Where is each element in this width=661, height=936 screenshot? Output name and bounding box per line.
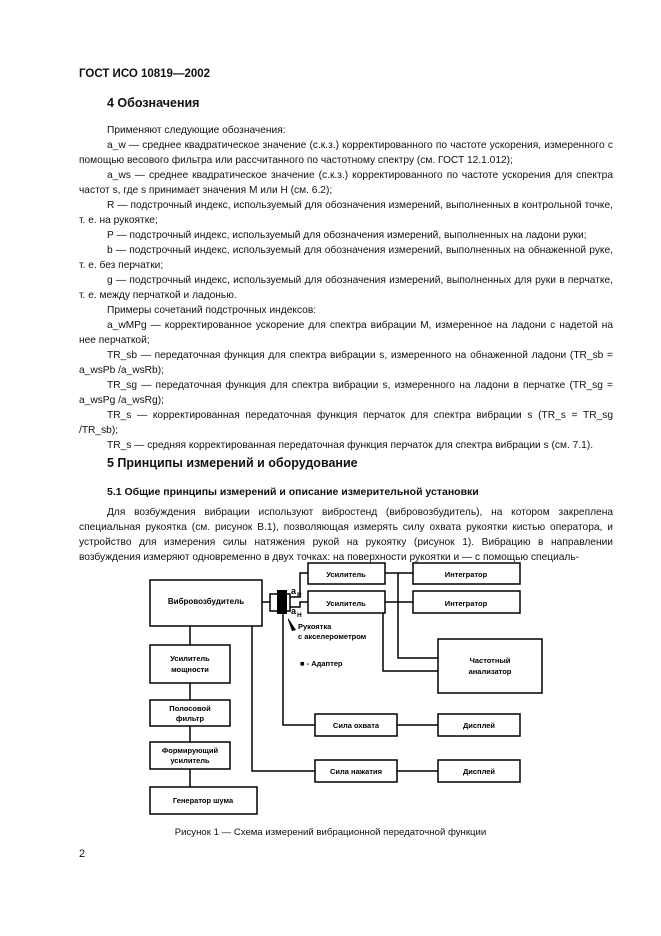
adapter-icon (277, 590, 287, 614)
power-amp-label-1: Усилитель (170, 654, 210, 663)
shaker-label: Вибровозбудитель (168, 597, 244, 606)
document-header: ГОСТ ИСО 10819—2002 (79, 68, 211, 80)
handle-label-1: Рукоятка (298, 622, 332, 631)
analyzer-label-2: анализатор (469, 667, 512, 676)
handle-pointer-icon (288, 618, 296, 631)
def-r: R — подстрочный индекс, используемый для… (79, 200, 613, 226)
page-number: 2 (79, 848, 86, 860)
examples-intro: Примеры сочетаний подстрочных индексов: (107, 305, 317, 316)
section-5-1-body: Для возбуждения вибрации используют вибр… (79, 505, 613, 565)
def-g: g — подстрочный индекс, используемый для… (79, 275, 613, 301)
shaping-label-2: усилитель (170, 756, 210, 765)
shaping-label-1: Формирующий (162, 746, 219, 755)
intro-line: Применяют следующие обозначения: (107, 125, 286, 136)
filter-label-2: фильтр (176, 714, 205, 723)
ex-trs-mean: TR_s — средняя корректированная передато… (107, 440, 594, 451)
figure-caption: Рисунок 1 — Схема измерений вибрационной… (174, 827, 487, 838)
push-force-label: Сила нажатия (330, 767, 382, 776)
shaker-block (149, 579, 263, 627)
noise-generator-block (149, 786, 258, 815)
display-2-label: Дисплей (463, 767, 495, 776)
ex-trsg: TR_sg — передаточная функция для спектра… (79, 380, 613, 406)
ex-trs: TR_s — корректированная передаточная фун… (79, 410, 613, 436)
amplifier-2-label: Усилитель (326, 599, 366, 608)
a-r-label: a (291, 586, 297, 596)
ex-awmpg: a_wMPg — корректированное ускорение для … (79, 320, 613, 346)
power-amp-label-2: мощности (171, 665, 209, 674)
a-h-subscript: H (297, 612, 302, 619)
a-r-subscript: R (297, 592, 302, 599)
def-p: P — подстрочный индекс, используемый для… (107, 230, 587, 241)
amplifier-1-label: Усилитель (326, 570, 366, 579)
filter-label-1: Полосовой (169, 704, 211, 713)
section-5-title: 5 Принципы измерений и оборудование (107, 456, 358, 470)
adapter-legend: ■ - Адаптер (300, 659, 343, 668)
a-h-label: a (291, 606, 297, 616)
section-4-title: 4 Обозначения (107, 96, 200, 110)
ex-trsb: TR_sb — передаточная функция для спектра… (79, 350, 613, 376)
noise-generator-label: Генератор шума (173, 796, 234, 805)
section-5-1-title: 5.1 Общие принципы измерений и описание … (107, 486, 479, 498)
def-b: b — подстрочный индекс, используемый для… (79, 245, 613, 271)
integrator-1-label: Интегратор (445, 570, 488, 579)
grip-force-label: Сила охвата (333, 721, 380, 730)
section-5-1-paragraph: Для возбуждения вибрации используют вибр… (79, 507, 613, 563)
handle-label-2: с акселерометром (298, 632, 367, 641)
def-aws: a_ws — среднее квадратическое значение (… (79, 170, 613, 196)
integrator-2-label: Интегратор (445, 599, 488, 608)
section-4-body: Применяют следующие обозначения: a_w — с… (79, 123, 613, 453)
analyzer-label-1: Частотный (470, 656, 511, 665)
def-aw: a_w — среднее квадратическое значение (с… (79, 140, 613, 166)
display-1-label: Дисплей (463, 721, 495, 730)
frequency-analyzer-block (437, 638, 543, 694)
power-amplifier-block (149, 644, 231, 684)
